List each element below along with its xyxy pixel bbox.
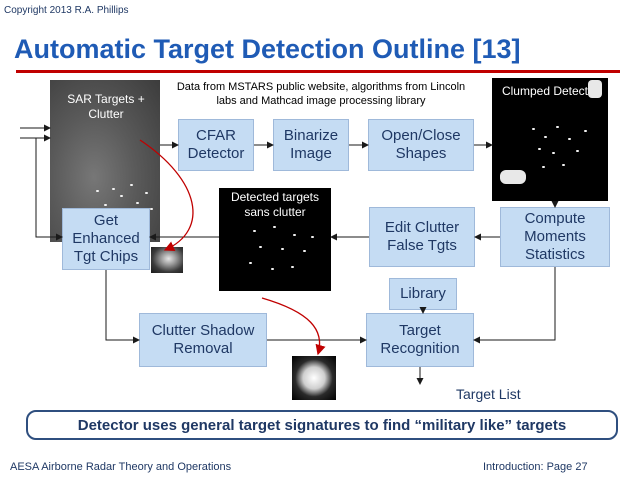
data-source-note: Data from MSTARS public website, algorit… — [176, 81, 466, 107]
target-list-label: Target List — [456, 386, 521, 402]
library-box: Library — [389, 278, 457, 310]
slide-title: Automatic Target Detection Outline [13] — [14, 34, 521, 64]
sar-panel-label: SAR Targets + Clutter — [67, 92, 145, 121]
compute-to-recognition-arrow — [473, 267, 556, 344]
edit-clutter-box: Edit Clutter False Tgts — [369, 207, 475, 267]
shadow-callout-arrow — [261, 297, 326, 356]
binarize-image-box: Binarize Image — [273, 119, 349, 171]
get-enhanced-chips-box: Get Enhanced Tgt Chips — [62, 208, 150, 270]
clumped-detects-panel: Clumped Detects — [492, 78, 608, 201]
detected-targets-panel: Detected targets sans clutter — [219, 188, 331, 291]
title-underline — [16, 70, 620, 73]
cfar-detector-box: CFAR Detector — [178, 119, 254, 171]
chips-to-shadow-arrow — [105, 270, 140, 344]
copyright-text: Copyright 2013 R.A. Phillips — [4, 5, 129, 16]
footer-page-number: Introduction: Page 27 — [483, 461, 588, 473]
detected-panel-label: Detected targets sans clutter — [230, 190, 320, 219]
sar-feed-to-chips-arrow — [35, 138, 63, 241]
target-recognition-box: Target Recognition — [366, 313, 474, 367]
footer-course-title: AESA Airborne Radar Theory and Operation… — [10, 461, 232, 473]
clumped-panel-label: Clumped Detects — [501, 84, 595, 98]
summary-banner: Detector uses general target signatures … — [26, 410, 618, 440]
clutter-shadow-removal-box: Clutter Shadow Removal — [139, 313, 267, 367]
chip-callout-arrow — [139, 139, 194, 252]
compute-moments-box: Compute Moments Statistics — [500, 207, 610, 267]
open-close-shapes-box: Open/Close Shapes — [368, 119, 474, 171]
shadow-removed-chip-image — [292, 356, 336, 400]
target-chip-image — [151, 247, 183, 273]
